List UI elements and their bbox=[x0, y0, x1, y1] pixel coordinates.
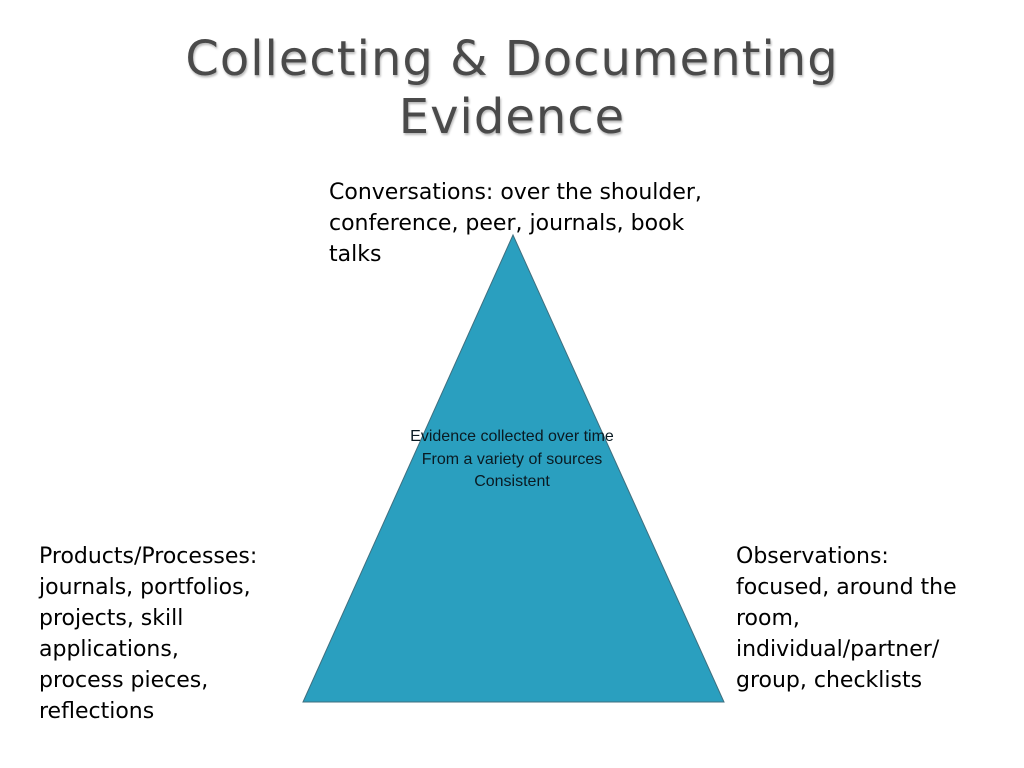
evidence-triangle bbox=[302, 233, 725, 703]
triangle-center-text: Evidence collected over time From a vari… bbox=[362, 426, 662, 494]
center-line-3: Consistent bbox=[474, 473, 550, 490]
center-line-2: From a variety of sources bbox=[421, 450, 603, 468]
observations-line-3: room, bbox=[736, 606, 800, 631]
title-line-1: Collecting & Documenting bbox=[185, 31, 839, 87]
observations-line-1: Observations: bbox=[736, 544, 889, 569]
conversations-line-3: talks bbox=[329, 242, 382, 267]
products-line-5: process pieces, bbox=[39, 668, 209, 693]
products-line-4: applications, bbox=[39, 637, 179, 662]
observations-line-2: focused, around the bbox=[736, 575, 957, 600]
slide-title: Collecting & Documenting Evidence bbox=[0, 30, 1024, 146]
observations-line-4: individual/partner/ bbox=[736, 637, 940, 662]
center-line-1: Evidence collected over time bbox=[410, 428, 614, 445]
observations-line-5: group, checklists bbox=[736, 668, 923, 693]
title-line-2: Evidence bbox=[398, 89, 626, 145]
products-line-3: projects, skill bbox=[39, 606, 184, 631]
products-line-2: journals, portfolios, bbox=[39, 575, 251, 600]
conversations-line-2: conference, peer, journals, book bbox=[329, 211, 685, 236]
products-line-1: Products/Processes: bbox=[39, 544, 258, 569]
conversations-line-1: Conversations: over the shoulder, bbox=[329, 180, 702, 205]
conversations-label: Conversations: over the shoulder, confer… bbox=[329, 177, 702, 270]
observations-label: Observations: focused, around the room, … bbox=[736, 541, 957, 696]
products-processes-label: Products/Processes: journals, portfolios… bbox=[39, 541, 257, 727]
products-line-6: reflections bbox=[39, 699, 155, 724]
